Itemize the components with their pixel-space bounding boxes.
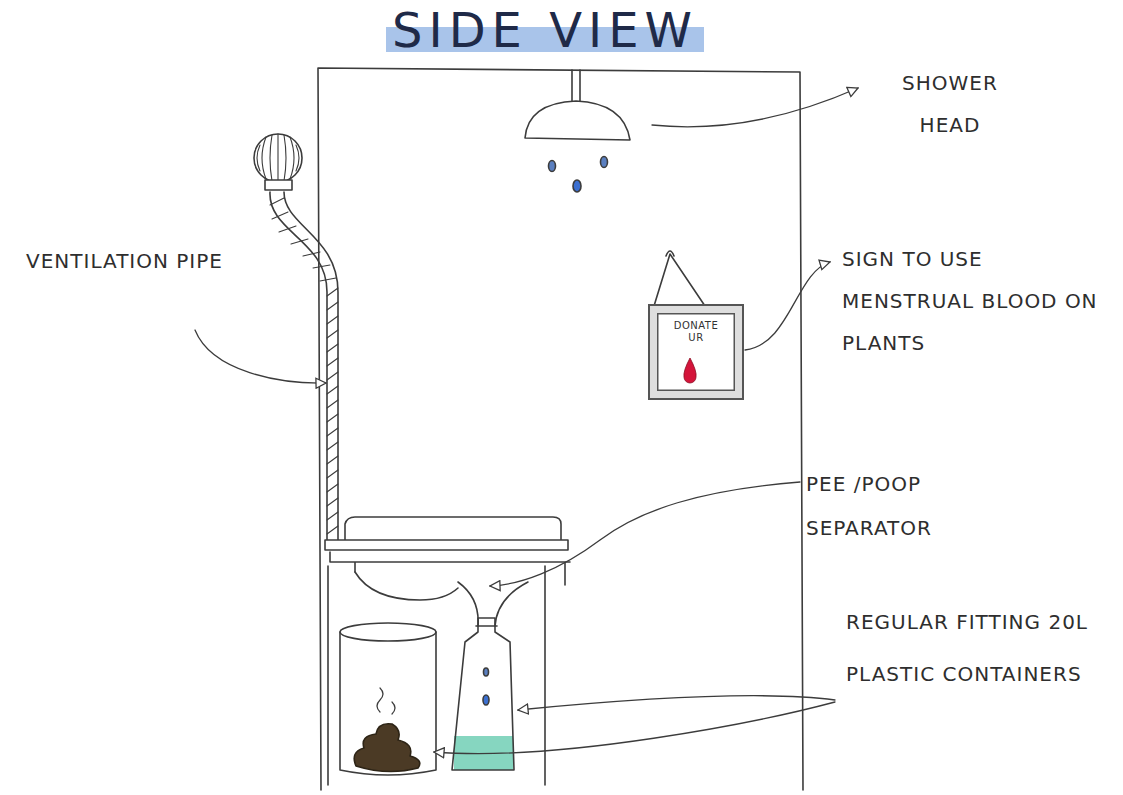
leader-line — [195, 330, 326, 383]
callout-label: PEE /POOP SEPARATOR — [806, 462, 1006, 550]
blood-drop — [684, 358, 696, 383]
shower-pipe — [572, 70, 580, 103]
leader-line — [518, 696, 835, 710]
booth-outline — [318, 68, 803, 790]
poop-container — [340, 632, 436, 775]
title-text: SIDE VIEW — [386, 2, 704, 58]
callout-label: VENTILATION PIPE — [26, 238, 236, 284]
leader-line — [434, 702, 835, 754]
pee-drop — [484, 668, 489, 676]
callout-label: REGULAR FITTING 20L PLASTIC CONTAINERS — [846, 596, 1108, 700]
bottle-fitting — [476, 625, 497, 627]
sign-text: DONATE UR — [666, 320, 726, 344]
shower-head — [525, 101, 630, 140]
leader-line — [652, 88, 858, 127]
separator-funnel — [355, 572, 458, 600]
poop — [354, 724, 420, 772]
water-drop — [573, 180, 581, 192]
callout-label: SHOWER HEAD — [880, 62, 1020, 146]
vent-cap — [265, 180, 292, 190]
ventilation-pipe — [270, 192, 327, 540]
pee-drop — [483, 695, 489, 705]
callout-label: SIGN TO USE MENSTRUAL BLOOD ON PLANTS — [842, 238, 1102, 364]
sign-hanger — [654, 251, 705, 306]
separator-funnel — [458, 582, 528, 626]
water-drop — [601, 157, 608, 168]
toilet-lid — [345, 517, 561, 540]
pee-container — [452, 618, 514, 770]
bucket-rim — [340, 623, 436, 641]
leader-line — [745, 262, 830, 350]
vent-turbine — [254, 134, 302, 182]
toilet-seat — [325, 540, 568, 550]
leader-line — [490, 482, 800, 586]
sign-board: DONATE UR — [648, 304, 744, 400]
water-drop — [549, 161, 556, 172]
diagram-title: SIDE VIEW — [340, 2, 750, 58]
pipe-ribbing — [270, 198, 338, 534]
seat-frame — [330, 552, 570, 585]
vent-turbine-vanes — [257, 134, 299, 182]
odour-lines — [377, 688, 395, 714]
